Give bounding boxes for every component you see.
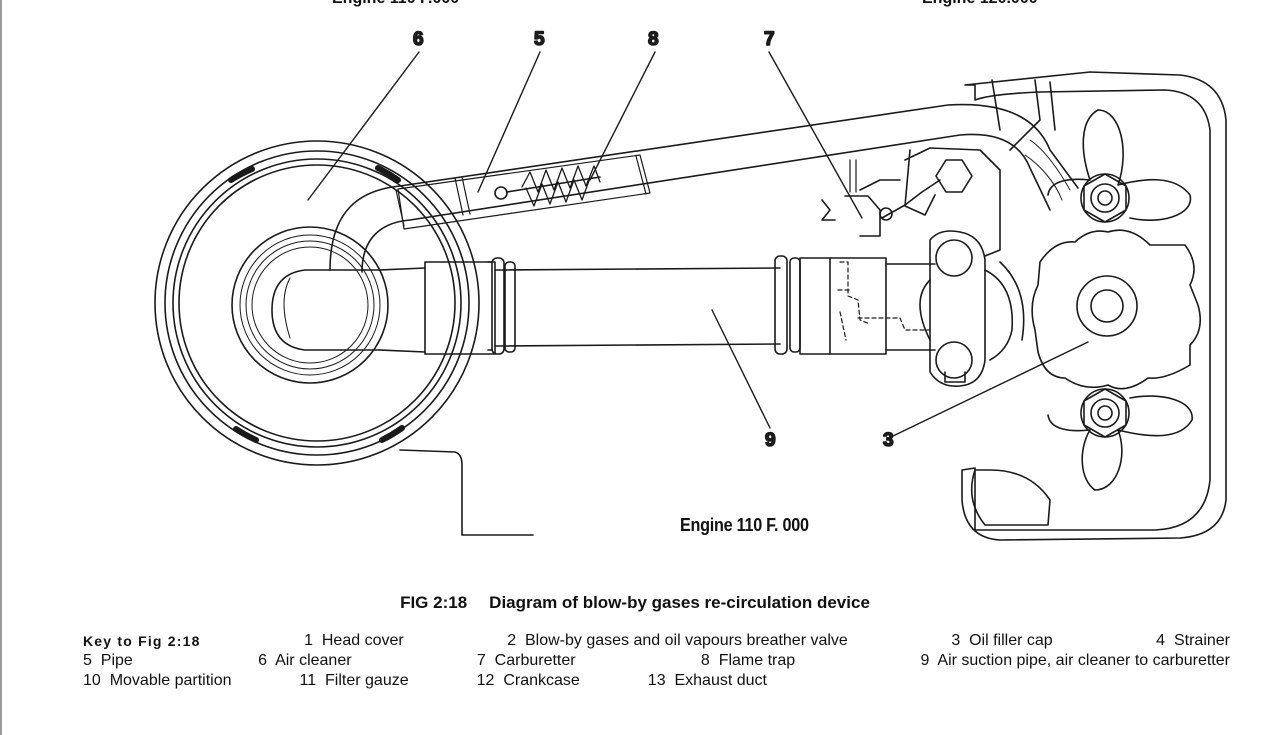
- key-item: 7 Carburetter: [476, 652, 576, 669]
- carburetter: [821, 147, 1025, 388]
- key-item: 8 Flame trap: [700, 652, 796, 669]
- air-suction-pipe: [271, 255, 936, 355]
- key-item: 3 Oil filler cap: [951, 632, 1053, 649]
- key-item: 11 Filter gauze: [299, 672, 409, 689]
- breather-pipe: [329, 103, 1079, 273]
- flame-trap: [494, 165, 601, 207]
- key-item: 9 Air suction pipe, air cleaner to carbu…: [920, 652, 1230, 669]
- figure-caption: FIG 2:18 Diagram of blow-by gases re-circ…: [0, 593, 1270, 613]
- key-item: 6 Air cleaner: [258, 652, 352, 669]
- key-line-2: 5 Pipe 6 Air cleaner 7 Carburetter 8 Fla…: [83, 651, 1230, 671]
- key-item: 2 Blow-by gases and oil vapours breather…: [507, 632, 848, 649]
- leader-lines: [307, 51, 1089, 437]
- callout-3: 3: [883, 430, 894, 451]
- key-line-1: Key to Fig 2:18 1 Head cover 2 Blow-by g…: [83, 631, 1230, 651]
- callout-7: 7: [764, 29, 775, 50]
- page-edge-rule: [0, 0, 2, 735]
- key-item: 10 Movable partition: [83, 672, 232, 689]
- key-item: 4 Strainer: [1156, 632, 1230, 649]
- cut-off-engine-label-right: Engine 120.000: [922, 0, 1038, 8]
- engine-label: Engine 110 F. 000: [680, 515, 809, 535]
- blow-by-diagram: 6 5 8 7 9 3: [154, 28, 1227, 541]
- cut-off-engine-label-left: Engine 110 F.000: [332, 0, 459, 8]
- figure-number: FIG 2:18: [400, 593, 468, 612]
- air-cleaner: [154, 140, 534, 536]
- figure-key: Key to Fig 2:18 1 Head cover 2 Blow-by g…: [83, 631, 1230, 691]
- key-item: 12 Crankcase: [476, 672, 580, 689]
- callout-9: 9: [765, 430, 776, 451]
- key-item: 5 Pipe: [83, 652, 133, 669]
- head-cover: [961, 71, 1227, 541]
- key-line-3: 10 Movable partition 11 Filter gauze 12 …: [83, 671, 1230, 691]
- key-item: 13 Exhaust duct: [647, 672, 767, 689]
- callout-8: 8: [648, 29, 659, 50]
- figure-title: Diagram of blow-by gases re-circulation …: [489, 593, 870, 612]
- key-title: Key to Fig 2:18: [83, 633, 201, 649]
- callout-5: 5: [534, 29, 545, 50]
- callout-6: 6: [413, 29, 424, 50]
- key-item: 1 Head cover: [304, 632, 404, 649]
